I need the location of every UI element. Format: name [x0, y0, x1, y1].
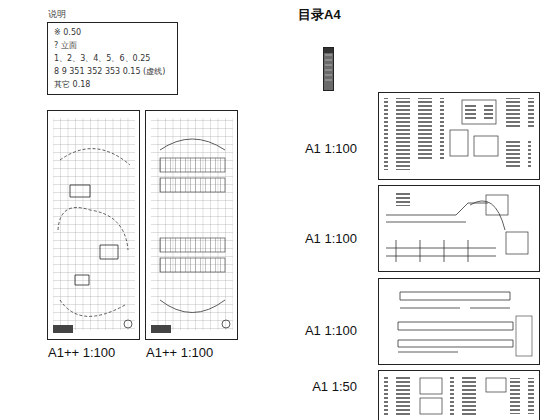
sheet-label: A1 1:100	[305, 231, 357, 246]
note-line: ※ 0.50	[54, 26, 177, 39]
sheet-label: A1 1:100	[305, 141, 357, 156]
drawing-sheet: A1 1:100	[378, 185, 540, 272]
elevation-sheet	[388, 292, 532, 356]
notes-heading: 说明	[48, 8, 66, 21]
drawing-sheet: A1 1:100	[378, 92, 540, 180]
parking-plan	[151, 118, 233, 333]
note-line: 8 9 351 352 353 0.15 (虚线)	[54, 65, 177, 78]
note-line: 1、2、3、4、5、6、0.25	[54, 52, 177, 65]
sheet-label: 目录A4	[298, 6, 341, 24]
drawing-sheet: 目录A4	[323, 47, 334, 91]
sheet-label: A1++ 1:100	[146, 345, 213, 360]
sheet-label: A1 1:50	[312, 379, 357, 394]
detail-sheet	[384, 376, 534, 416]
note-line: ? 立面	[54, 39, 177, 52]
sheet-label: A1 1:100	[305, 323, 357, 338]
drawing-sheet: A1 1:100	[378, 278, 540, 365]
floor-plan	[53, 118, 135, 333]
notes-sheet	[384, 98, 534, 170]
notes-body: ※ 0.50? 立面1、2、3、4、5、6、0.258 9 351 352 35…	[48, 23, 177, 94]
drawing-sheet: A1++ 1:100	[145, 110, 238, 340]
notes-box: 说明※ 0.50? 立面1、2、3、4、5、6、0.258 9 351 352 …	[47, 22, 178, 95]
note-line: 其它 0.18	[54, 78, 177, 91]
drawing-sheet: A1 1:50	[378, 370, 540, 420]
sheet-label: A1++ 1:100	[48, 345, 115, 360]
drawing-sheet: A1++ 1:100	[47, 110, 140, 340]
catalogue-sheet	[324, 48, 333, 90]
section-sheet	[386, 192, 528, 262]
